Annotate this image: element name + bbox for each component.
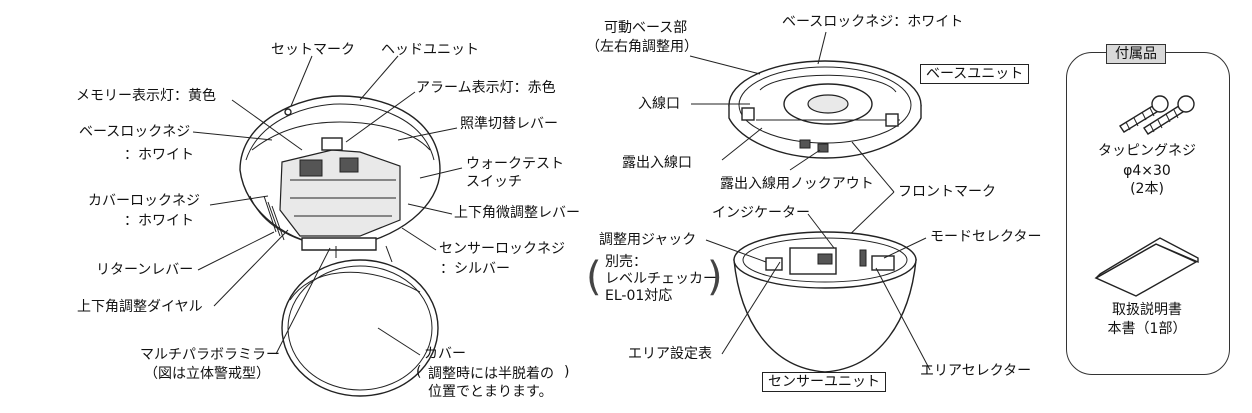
label-movable-base: 可動ベース部 [604, 20, 688, 36]
tapping-screw-2 [1143, 95, 1195, 135]
label-cover-note-1: 調整時には半脱着の [428, 366, 554, 382]
label-cover-note-2: 位置でとまります。 [428, 384, 553, 400]
label-wire-inlet: 入線口 [638, 96, 680, 112]
label-base-lock-screw-white: ベースロックネジ：ホワイト [782, 14, 964, 30]
label-base-lock-screw-color: ：ホワイト [124, 147, 194, 163]
label-manual-1: 取扱説明書 [1112, 302, 1182, 318]
label-sensor-lock-screw: センサーロックネジ [439, 241, 565, 257]
head-unit-leaders [192, 55, 463, 356]
label-cover: カバー [424, 346, 466, 362]
label-memory-lamp: メモリー表示灯：黄色 [76, 88, 216, 104]
tapping-screw-1 [1119, 95, 1169, 133]
base-unit-illustration [728, 60, 922, 159]
cover-note-open-paren: ( [416, 364, 422, 380]
label-exposed-inlet: 露出入線口 [622, 155, 692, 171]
label-aim-lever: 照準切替レバー [460, 116, 558, 132]
label-cover-lock-screw-color: ：ホワイト [124, 213, 194, 229]
label-area-table: エリア設定表 [628, 346, 712, 362]
base-unit-title: ベースユニット [920, 64, 1030, 84]
base-unit-leaders [689, 31, 895, 243]
label-sensor-lock-screw-color: ：シルバー [440, 261, 510, 277]
sensor-unit-illustration [733, 231, 917, 373]
label-alarm-lamp: アラーム表示灯：赤色 [416, 80, 556, 96]
label-walk-test-2: スイッチ [466, 174, 522, 190]
accessories-title: 付属品 [1106, 44, 1166, 64]
cover-note-close-paren: ) [564, 364, 570, 380]
label-screw-qty: (2本) [1130, 181, 1164, 197]
label-cover-lock-screw: カバーロックネジ [88, 193, 200, 209]
label-walk-test-1: ウォークテスト [466, 156, 564, 172]
label-mirror-2: （図は立体警戒型） [144, 366, 270, 382]
label-set-mark: セットマーク [271, 42, 355, 58]
manual-booklet [1094, 237, 1199, 297]
label-base-lock-screw: ベースロックネジ [79, 124, 191, 140]
label-knockout: 露出入線用ノックアウト [720, 176, 874, 192]
jack-note-open-paren: ( [586, 254, 602, 300]
accessory-illustrations [1094, 95, 1199, 297]
label-mode-selector: モードセレクター [930, 229, 1042, 245]
label-jack-note-3: EL-01対応 [605, 288, 673, 304]
label-area-selector: エリアセレクター [920, 363, 1032, 379]
label-tapping-screw: タッピングネジ [1098, 143, 1196, 159]
label-indicator: インジケーター [712, 205, 810, 221]
head-unit-illustration [239, 95, 441, 397]
label-manual-2: 本書（1部） [1107, 321, 1187, 337]
label-fine-tilt-lever: 上下角微調整レバー [454, 205, 580, 221]
label-jack-note-1: 別売： [605, 254, 647, 270]
label-jack-note-2: レベルチェッカー [605, 271, 717, 287]
label-head-unit: ヘッドユニット [381, 42, 479, 58]
label-front-mark: フロントマーク [898, 184, 996, 200]
label-tilt-dial: 上下角調整ダイヤル [77, 299, 203, 315]
label-screw-size: φ4×30 [1123, 163, 1171, 179]
sensor-unit-title: センサーユニット [762, 372, 886, 392]
label-return-lever: リターンレバー [96, 262, 194, 278]
sensor-unit-leaders [705, 213, 931, 371]
label-movable-base-note: （左右角調整用） [586, 39, 698, 55]
label-adjust-jack: 調整用ジャック [599, 232, 697, 248]
jack-note-close-paren: ) [707, 254, 723, 300]
label-mirror-1: マルチパラボラミラー [140, 347, 280, 363]
